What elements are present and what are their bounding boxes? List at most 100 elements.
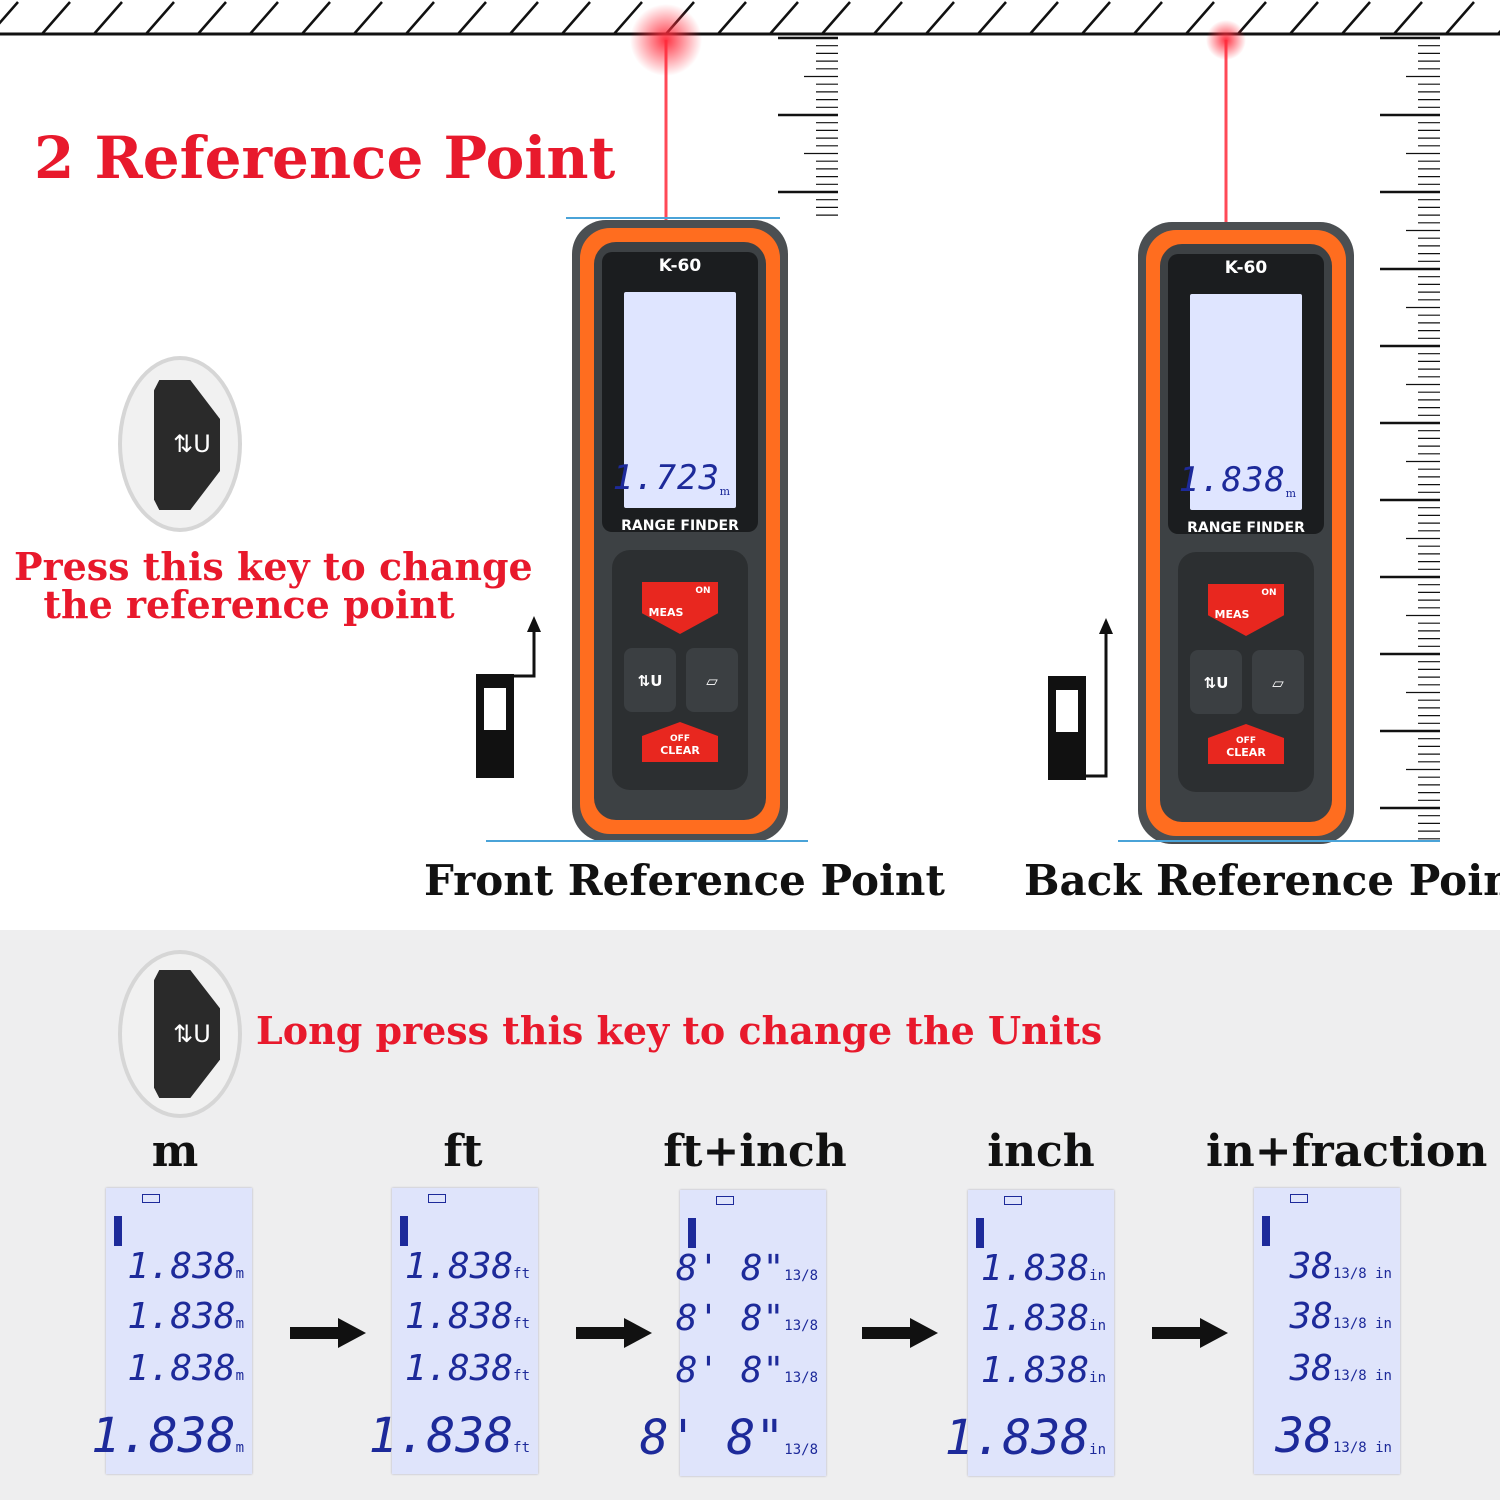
front-reference-pictogram xyxy=(476,616,541,778)
lcd-unit: in xyxy=(1089,1268,1106,1284)
unit-label-ft: ft xyxy=(443,1126,483,1177)
lcd-value: 8' 8" xyxy=(675,1298,785,1339)
area-volume-icon: ▱ xyxy=(706,672,718,690)
range-finder-back: K-60 1.838 m RANGE FINDER MEAS ON ⇅U ▱ O… xyxy=(1138,222,1354,844)
lcd-unit: 13/8 in xyxy=(1332,1440,1392,1456)
off-label: OFF xyxy=(670,734,690,744)
back-reference-pictogram xyxy=(1048,618,1113,780)
ruler-back xyxy=(1380,36,1440,840)
lcd-unit: m xyxy=(235,1266,244,1282)
lcd-row: 3813/8 in xyxy=(1290,1296,1392,1337)
lcd-unit: 13/8 xyxy=(784,1442,818,1458)
lcd-value: 1.838 xyxy=(404,1246,514,1287)
lcd-reading: 1.723 xyxy=(612,458,720,498)
model-label: K-60 xyxy=(1224,258,1268,278)
on-label: ON xyxy=(695,586,711,596)
area-volume-button[interactable] xyxy=(686,648,738,712)
lcd-unit: ft xyxy=(513,1266,530,1282)
area-volume-icon: ▱ xyxy=(1272,674,1284,692)
reference-unit-button[interactable] xyxy=(1190,650,1242,714)
battery-icon xyxy=(428,1194,446,1203)
area-volume-button[interactable] xyxy=(1252,650,1304,714)
key-symbol: ⇅U xyxy=(173,430,211,458)
battery-icon xyxy=(142,1194,160,1203)
lcd-row: 1.838in xyxy=(981,1350,1106,1391)
lcd-row: 1.838in xyxy=(981,1298,1106,1339)
on-label: ON xyxy=(1261,588,1277,598)
range-finder-label: RANGE FINDER xyxy=(1187,520,1305,536)
lcd-row: 8' 8"13/8 xyxy=(676,1350,818,1391)
lcd-row: 1.838in xyxy=(945,1410,1106,1466)
battery-icon xyxy=(716,1196,734,1205)
level-bar-icon xyxy=(1262,1216,1270,1246)
lcd-unit: m xyxy=(719,485,730,498)
lcd-value: 38 xyxy=(1275,1408,1333,1464)
lcd-value: 1.838 xyxy=(404,1296,514,1337)
lcd-row: 3813/8 in xyxy=(1290,1246,1392,1287)
lcd-value: 38 xyxy=(1289,1296,1333,1337)
meas-label: MEAS xyxy=(648,606,684,619)
lcd-value: 38 xyxy=(1289,1348,1333,1389)
arrow-right-icon xyxy=(1152,1318,1228,1348)
reference-unit-symbol: ⇅U xyxy=(1203,674,1229,692)
key-symbol: ⇅U xyxy=(173,1020,211,1048)
lcd-value: 1.838 xyxy=(980,1298,1090,1339)
lcd-value: 1.838 xyxy=(91,1408,236,1464)
battery-icon xyxy=(1290,1194,1308,1203)
lcd-value: 1.838 xyxy=(980,1248,1090,1289)
lcd-value: 1.838 xyxy=(944,1410,1090,1466)
floor-lines xyxy=(486,840,1440,842)
lcd-row: 8' 8"13/8 xyxy=(640,1410,818,1466)
lcd-row: 8' 8"13/8 xyxy=(676,1298,818,1339)
unit-label-m: m xyxy=(151,1126,199,1177)
lcd-unit: 13/8 in xyxy=(1332,1316,1392,1332)
lcd-value: 1.838 xyxy=(127,1296,236,1337)
lcd-value: 1.838 xyxy=(368,1408,514,1464)
lcd-value: 8' 8" xyxy=(675,1248,785,1289)
lcd-row: 1.838m xyxy=(91,1408,244,1464)
lcd-row: 1.838ft xyxy=(405,1296,530,1337)
lcd-unit: m xyxy=(235,1316,244,1332)
lcd-reading: 1.838 xyxy=(1178,460,1286,500)
level-bar-icon xyxy=(688,1218,696,1248)
battery-icon xyxy=(1004,1196,1022,1205)
arrow-right-icon xyxy=(290,1318,366,1348)
lcd-unit: ft xyxy=(513,1368,530,1384)
model-label: K-60 xyxy=(658,256,702,276)
range-finder-label: RANGE FINDER xyxy=(621,518,739,534)
unit-label-ft-inch: ft+inch xyxy=(663,1126,847,1177)
lcd-value: 38 xyxy=(1289,1246,1333,1287)
lcd-row: 1.838ft xyxy=(369,1408,530,1464)
lcd-row: 1.838m xyxy=(127,1246,244,1287)
lcd-row: 1.838m xyxy=(127,1348,244,1389)
units-note: Long press this key to change the Units xyxy=(256,1008,1103,1053)
lcd-row: 3813/8 in xyxy=(1290,1348,1392,1389)
lcd-value: 1.838 xyxy=(127,1246,236,1287)
off-label: OFF xyxy=(1236,736,1256,746)
lcd-value: 1.838 xyxy=(127,1348,236,1389)
reference-note-line-1: Press this key to change xyxy=(14,544,533,589)
arrow-right-icon xyxy=(576,1318,652,1348)
level-bar-icon xyxy=(400,1216,408,1246)
units-key-badge: ⇅U xyxy=(118,950,242,1118)
lcd-row: 1.838ft xyxy=(405,1246,530,1287)
front-reference-caption: Front Reference Point xyxy=(424,856,945,905)
reference-note: Press this key to change the reference p… xyxy=(14,544,533,624)
lcd-unit: 13/8 xyxy=(784,1370,818,1386)
lcd-row: 8' 8"13/8 xyxy=(676,1248,818,1289)
arrow-right-icon xyxy=(862,1318,938,1348)
lcd-unit: 13/8 in xyxy=(1332,1266,1392,1282)
reference-unit-button[interactable] xyxy=(624,648,676,712)
unit-label-inch: inch xyxy=(987,1126,1095,1177)
lcd-unit: m xyxy=(235,1368,244,1384)
reference-key-badge: ⇅U xyxy=(118,356,242,532)
lcd-row: 1.838m xyxy=(127,1296,244,1337)
lcd-unit: 13/8 in xyxy=(1332,1368,1392,1384)
level-bar-icon xyxy=(114,1216,122,1246)
lcd-value: 8' 8" xyxy=(675,1350,785,1391)
lcd-value: 1.838 xyxy=(980,1350,1090,1391)
lcd-unit: in xyxy=(1089,1442,1106,1458)
device-lcd: 1.723 m xyxy=(613,292,736,508)
